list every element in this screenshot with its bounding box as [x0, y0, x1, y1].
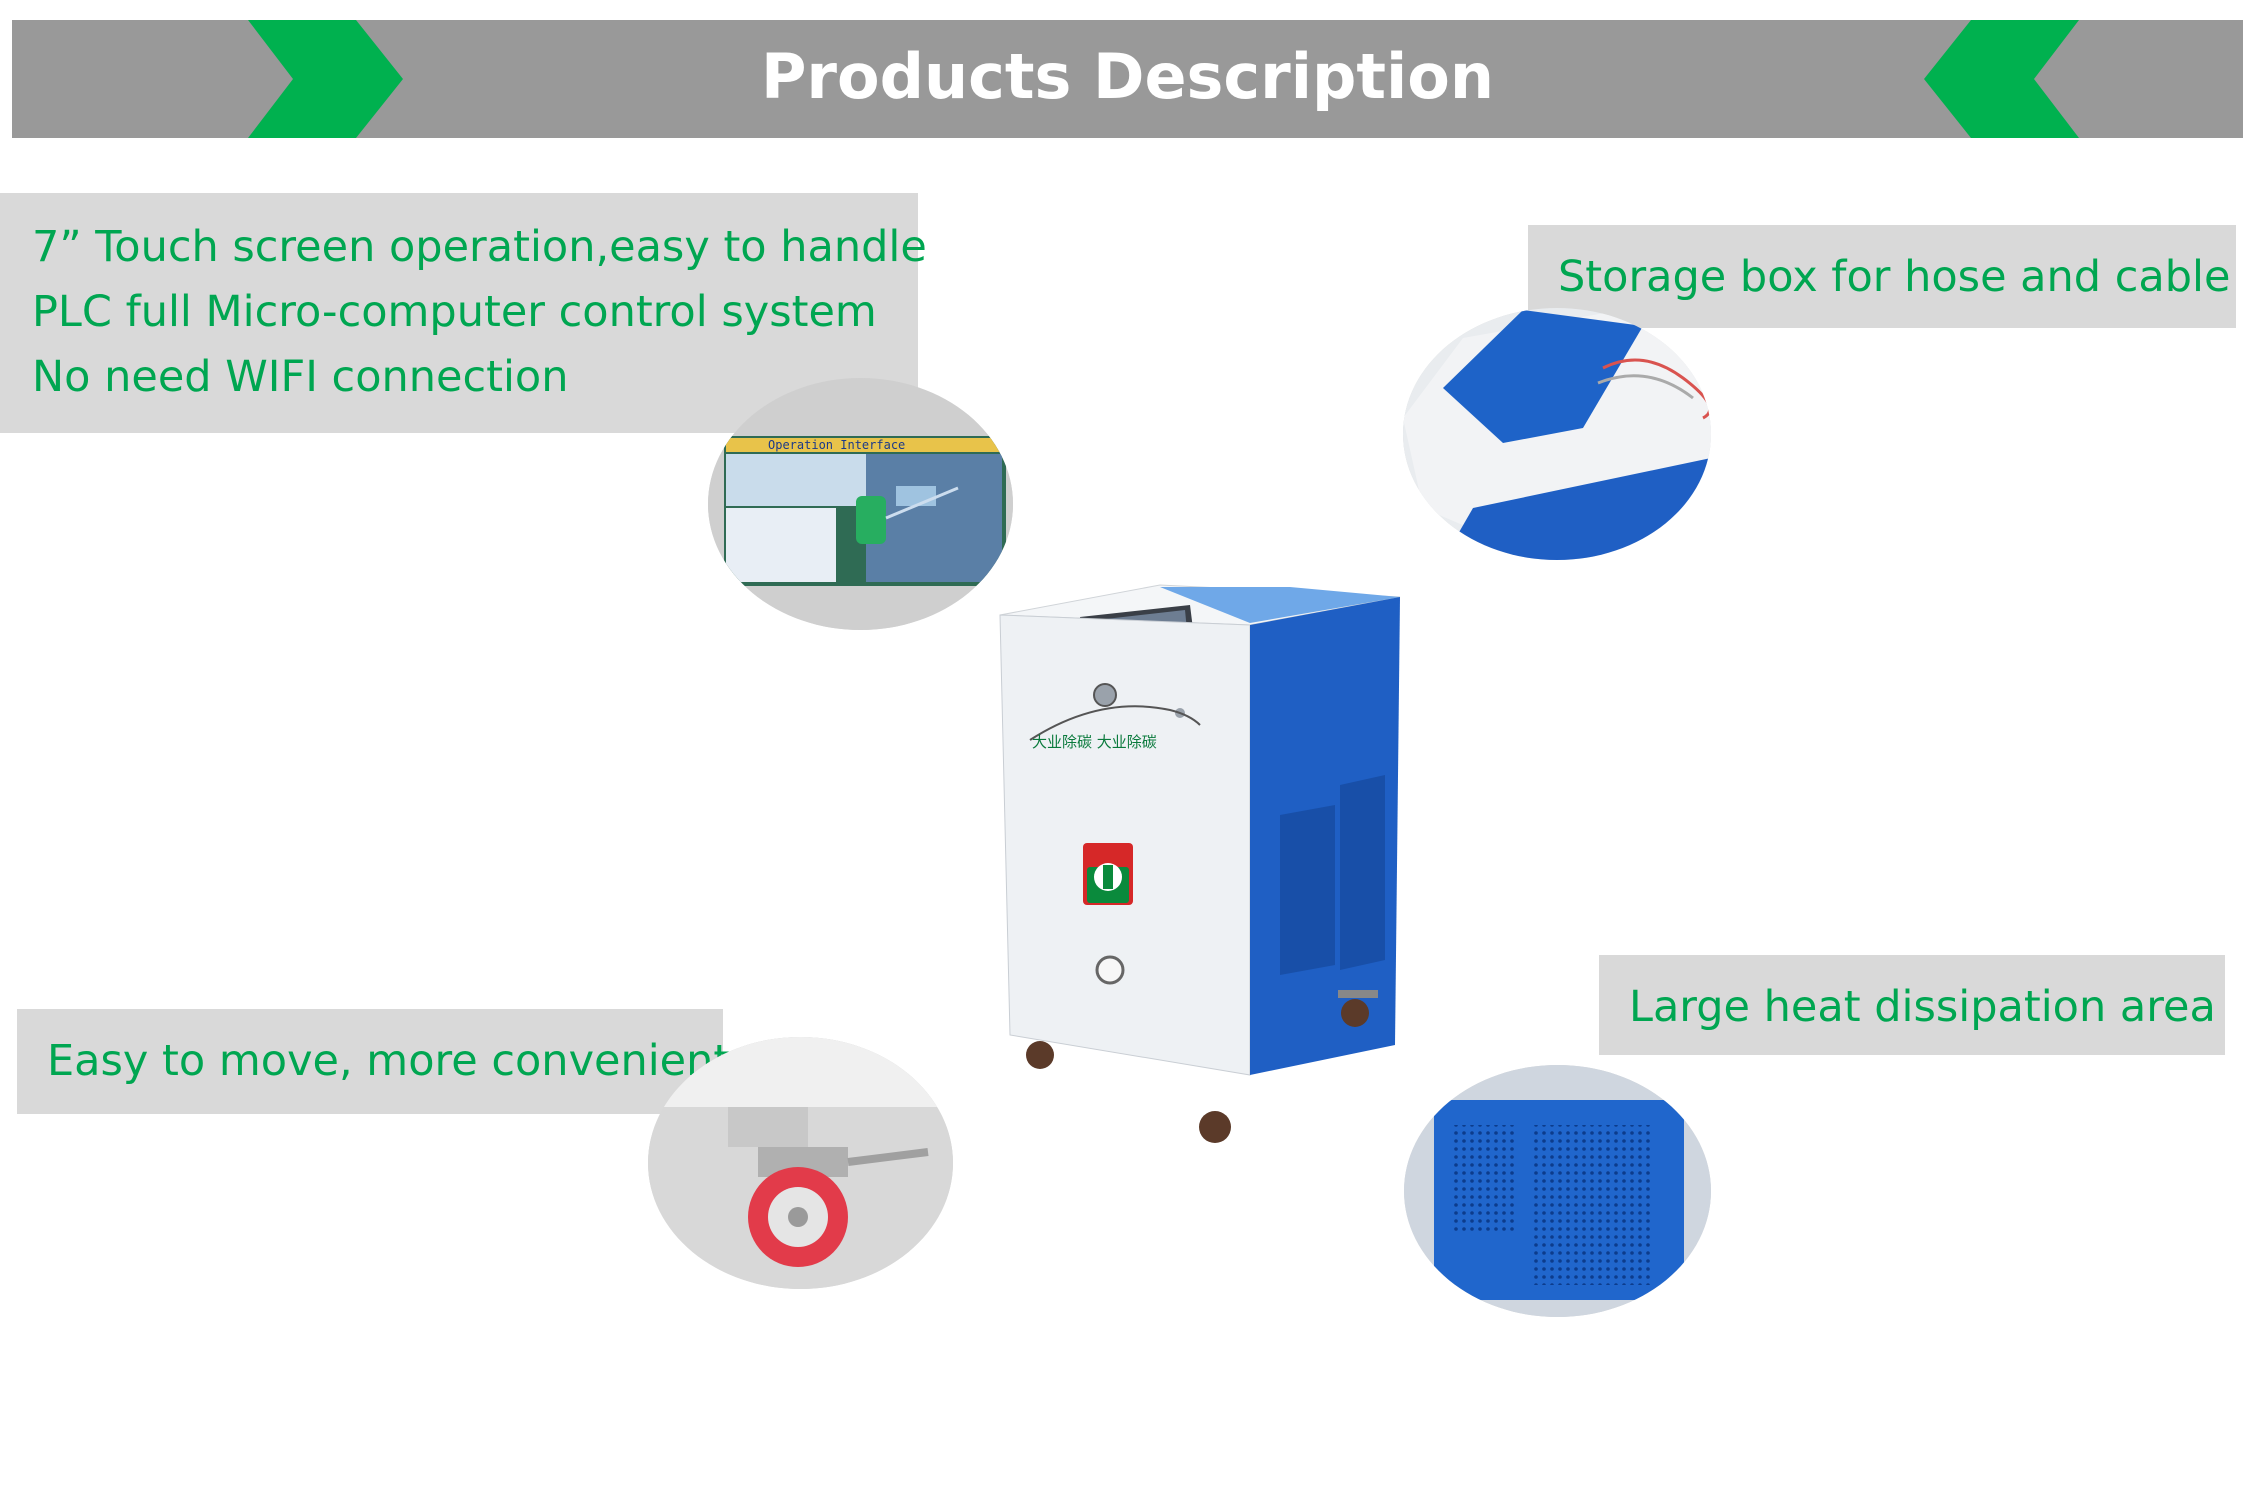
touchscreen-detail-image: Operation Interface — [708, 378, 1013, 630]
touchscreen-illustration: Operation Interface — [708, 378, 1013, 630]
callout-heat-label: Large heat dissipation area — [1629, 982, 2216, 1032]
machine-illustration: 大业除碳 大业除碳 — [999, 584, 1401, 1143]
callout-mobility-label: Easy to move, more convenient — [47, 1036, 731, 1086]
callout-storage: Storage box for hose and cable — [1528, 225, 2236, 328]
hho-generator-image: 大业除碳 大业除碳 — [990, 575, 1430, 1145]
heat-vent-detail-image — [1404, 1065, 1711, 1317]
storage-illustration — [1403, 308, 1711, 560]
screen-title: Operation Interface — [768, 438, 905, 452]
callout-line-touch-screen: 7” Touch screen operation,easy to handle — [32, 222, 927, 272]
callout-heat: Large heat dissipation area — [1599, 955, 2225, 1055]
callout-line-plc: PLC full Micro-computer control system — [32, 287, 877, 337]
brand-logo-icon — [1083, 843, 1133, 905]
wheel-illustration — [648, 1037, 953, 1289]
callout-line-wifi: No need WIFI connection — [32, 352, 569, 402]
page-title: Products Description — [760, 40, 1494, 113]
chevron-left-icon — [1924, 20, 2079, 138]
caster-wheel-detail-image — [648, 1037, 953, 1289]
vent-illustration — [1404, 1065, 1711, 1317]
header-banner: Products Description — [12, 20, 2243, 138]
panel-text: 大业除碳 大业除碳 — [1032, 733, 1157, 751]
chevron-right-icon — [248, 20, 403, 138]
storage-box-detail-image — [1403, 308, 1711, 560]
callout-touch-screen: 7” Touch screen operation,easy to handle… — [0, 193, 927, 433]
callout-mobility: Easy to move, more convenient — [17, 1009, 731, 1114]
callout-storage-label: Storage box for hose and cable — [1558, 252, 2231, 302]
